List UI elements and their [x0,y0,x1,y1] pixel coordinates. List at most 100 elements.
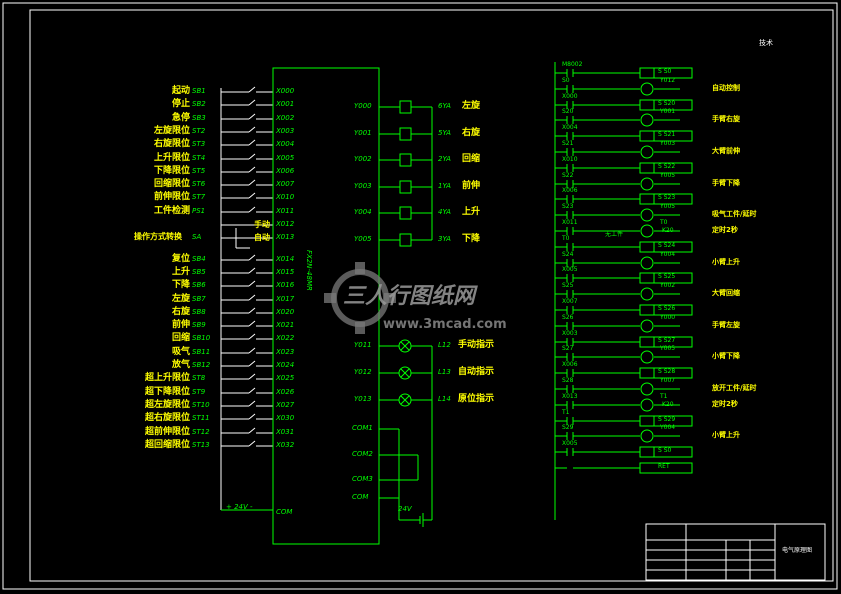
input-label: 超左旋限位 [144,400,190,410]
output-common-label: COM [352,493,369,501]
rung-contact-label: T0 [562,235,570,242]
rung-contact-label: X000 [562,93,578,100]
coil-box [399,206,412,220]
input-address: X022 [276,334,295,342]
coil-box [399,180,412,194]
contact-blade [248,360,256,367]
rung-comment: 手臂左旋 [712,321,740,329]
input-code: PS1 [192,207,206,215]
rung-contact-label: S29 [562,424,574,431]
rung-comment: 放开工件/延时 [712,384,757,392]
output-coil-icon [640,224,654,238]
input-wiring [220,86,273,511]
input-label: 左旋 [171,294,190,304]
rung-contact-label: T1 [562,409,570,416]
rung-contact-label: S22 [562,172,574,179]
output-common-label: COM1 [352,424,373,432]
coil-box [399,233,412,247]
input-code: ST3 [192,140,206,148]
input-code: SB3 [192,114,206,122]
output-label: 下降 [462,234,481,244]
coil-address: Y005 [660,203,676,210]
output-coil-icon [640,398,654,412]
lamp-cross [400,368,410,378]
rung-comment: 小臂上升 [712,431,740,439]
input-label: 回缩限位 [153,179,190,189]
input-label: 右旋限位 [153,139,190,149]
coil-code: 6YA [438,102,451,110]
input-label: 超下降限位 [144,387,190,397]
lamp-address: Y012 [354,368,372,376]
rung-contact-label: X003 [562,330,578,337]
input-address: X014 [276,255,295,263]
output-address: Y001 [354,129,372,137]
input-address: X000 [276,87,295,95]
input-label: 上升限位 [153,153,190,163]
output-address: Y004 [354,208,372,216]
input-label: 上升 [171,267,190,277]
input-label: 超前伸限位 [144,427,190,437]
contact-blade [248,320,256,327]
input-label: 急停 [171,113,190,123]
output-coil-icon [640,208,654,222]
input-label: 超上升限位 [144,373,190,383]
mode-auto-label: 自动 [254,233,270,242]
timer-constant: K20 [662,401,674,408]
input-label: 停止 [171,99,190,109]
output-coil-icon [640,382,654,396]
set-instruction-box [639,367,693,379]
lamp-cross [400,341,410,351]
mode-switch-code: SA [192,233,202,241]
set-instruction-label: S S23 [658,194,676,201]
input-label: 左旋限位 [153,126,190,136]
input-address: X031 [276,428,295,436]
output-label: 上升 [462,207,481,217]
rung-contact-label: S28 [562,377,574,384]
rung-contact-label: X004 [562,124,578,131]
coil-address: Y003 [660,140,676,147]
set-instruction-box [639,99,693,111]
rung-contact-label: X011 [562,219,578,226]
watermark: 三人行图纸网 www.3mcad.com [315,258,535,348]
set-instruction-label: S S29 [658,416,676,423]
rung-comment: 定时2秒 [712,226,738,234]
contact-blade [248,179,256,186]
set-instruction-box [639,415,693,427]
rung-comment: 大臂回缩 [712,289,740,297]
output-coil-icon [640,429,654,443]
contact-blade [248,267,256,274]
input-address: X005 [276,154,295,162]
set-instruction-box [639,67,693,79]
output-address: Y000 [354,102,372,110]
output-label: 右旋 [462,128,481,138]
coil-address: Y001 [660,108,676,115]
set-instruction-label: S S22 [658,163,676,170]
set-instruction-label: S S21 [658,131,676,138]
input-address: X017 [276,295,295,303]
set-instruction-box [639,241,693,253]
coil-address: Y000 [660,314,676,321]
plc-body [272,67,380,545]
input-address: X030 [276,414,295,422]
rung-contact-label: X013 [562,393,578,400]
set-instruction-label: S S24 [658,242,676,249]
inner-frame [29,9,834,582]
input-label: 放气 [171,360,190,370]
rung-contact-label: X005 [562,440,578,447]
rung-comment: 自动控制 [712,84,740,92]
coil-box [399,127,412,141]
set-instruction-box [639,162,693,174]
output-address: Y003 [354,182,372,190]
input-address: X026 [276,388,295,396]
input-code: SB7 [192,295,206,303]
contact-blade [248,99,256,106]
input-label: 前伸 [171,320,190,330]
coil-code: 5YA [438,129,451,137]
contact-blade [248,307,256,314]
mode-manual-label: 手动 [254,220,270,229]
set-instruction-box [639,304,693,316]
input-label: 回缩 [171,333,190,343]
contact-blade [248,413,256,420]
rung-contact-label: S20 [562,108,574,115]
input-code: ST8 [192,374,206,382]
